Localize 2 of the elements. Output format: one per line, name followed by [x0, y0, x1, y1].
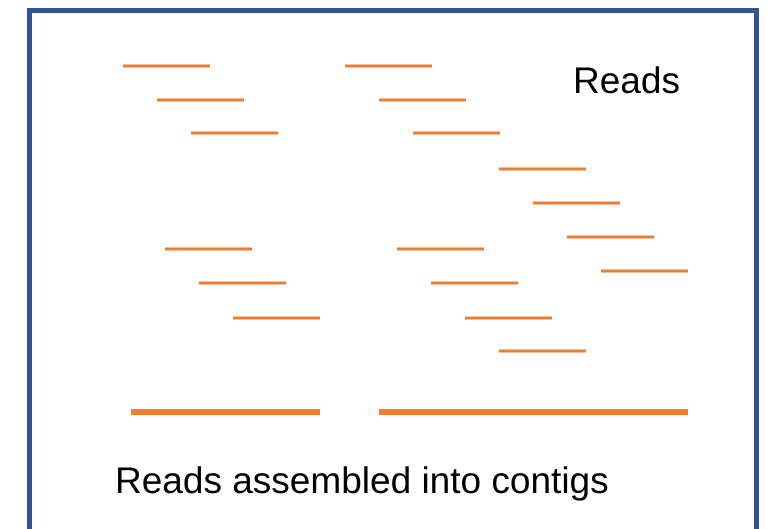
reads-label: Reads	[573, 62, 680, 99]
caption-text: Reads assembled into contigs	[115, 462, 609, 499]
